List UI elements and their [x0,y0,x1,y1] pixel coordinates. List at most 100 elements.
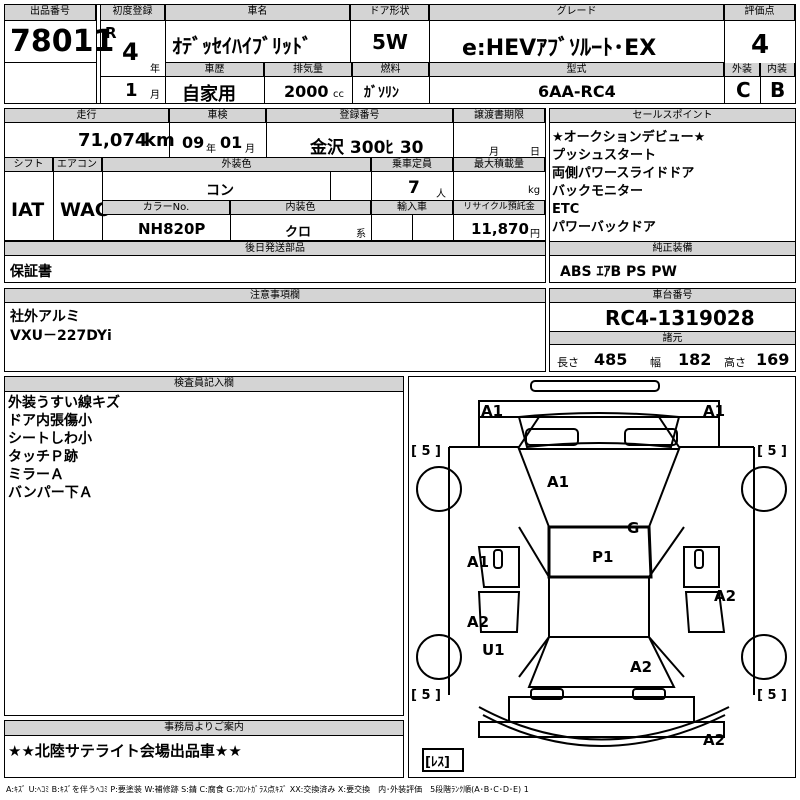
displacement: 2000 [284,82,329,101]
mark-7: A2 [467,613,489,631]
list-item: バックモニター [552,184,644,199]
capacity: 7 [408,178,420,198]
reg-no-label: 登録番号 [267,109,453,123]
color-no: NH820P [138,220,206,238]
mileage-label: 走行 [5,109,169,123]
damage-diagram: A1 A1 A1 G A1 P1 A2 A2 U1 A2 A2 [ 5 ] [ … [408,376,796,778]
lot-no: 78011 [10,24,115,59]
ext-color: コン [206,183,234,199]
insp-year: 09 [182,133,205,152]
damage-marks: A1 A1 A1 G A1 P1 A2 A2 U1 A2 A2 [467,402,736,749]
tire-marks: [ 5 ] [ 5 ] [ 5 ] [ 5 ] [ﾚｽ] [411,444,787,770]
shift-label: シフト [5,158,53,172]
insp-month: 01 [220,133,243,152]
car-name: ｵﾃﾞｯｾｲﾊｲﾌﾞﾘｯﾄﾞ [172,34,312,58]
mark-4: A1 [467,553,489,571]
details-block [4,108,546,241]
shift: IAT [11,199,45,221]
int-color-label: 内装色 [231,201,371,215]
mark-1: A1 [703,402,725,420]
inspector-label: 検査員記入欄 [5,377,403,392]
legend: A:ｷｽﾞ U:ﾍｺﾐ B:ｷｽﾞを伴うﾍｺﾐ P:要塗装 W:補修跡 S:錆 … [6,785,529,794]
later-parts-value: 保証書 [10,264,52,280]
mark-10: A2 [703,731,725,749]
chassis-label: 車台番号 [550,289,795,303]
grade: e:HEVｱﾌﾞｿﾙｰﾄ･EX [462,36,657,61]
mark-0: A1 [481,402,503,420]
width-label: 幅 [650,356,661,369]
import-label: 輸入車 [372,201,453,215]
mark-3: G [627,519,639,537]
grade-label: グレード [430,5,724,21]
max-load-label: 最大積載量 [454,158,545,172]
list-item: 社外アルミ [10,309,80,325]
history-label: 車歴 [166,63,264,77]
max-load-unit: kg [528,185,541,196]
office-value: ★★北陸サテライト会場出品車★★ [8,742,242,760]
chassis-no: RC4-1319028 [605,306,755,330]
model: 6AA-RC4 [538,82,616,101]
insp-year-unit: 年 [206,144,216,155]
exterior-label: 外装 [725,63,760,77]
name-label: 車名 [166,5,350,21]
tire-mark-0: [ 5 ] [411,444,441,459]
length-label: 長さ [557,356,579,369]
specs-label: 諸元 [550,331,795,345]
spare-mark: [ﾚｽ] [425,755,450,770]
list-item: ミラーＡ [8,467,64,483]
recycle-unit: 円 [530,229,540,240]
transfer-day-unit: 日 [530,147,540,158]
capacity-label: 乗車定員 [372,158,453,172]
tire-mark-1: [ 5 ] [757,444,787,459]
year-unit: 年 [150,64,160,75]
mark-6: A2 [714,587,736,605]
list-item: VXU－227DYi [10,328,112,344]
tire-mark-3: [ 5 ] [757,688,787,703]
lot-no-label: 出品番号 [5,5,96,21]
length: 485 [594,350,628,369]
fuel: ｶﾞｿﾘﾝ [364,85,399,101]
list-item: ★オークションデビュー★ [552,130,706,145]
inspector-block [4,376,404,716]
list-item: シートしわ小 [8,431,92,447]
inspection-label: 車検 [170,109,266,123]
height-label: 高さ [724,356,746,369]
ac: WAC [60,199,109,221]
first-reg-year: 4 [122,38,139,66]
door-label: ドア形状 [351,5,429,21]
first-reg-label: 初度登録 [101,5,165,21]
displacement-label: 排気量 [265,63,352,77]
insp-month-unit: 月 [245,144,255,155]
exterior-grade: C [736,78,751,102]
mark-8: U1 [482,641,505,659]
history: 自家用 [182,84,236,105]
car-diagram-svg: A1 A1 A1 G A1 P1 A2 A2 U1 A2 A2 [ 5 ] [ … [411,380,787,772]
capacity-unit: 人 [436,189,446,200]
model-label: 型式 [430,63,724,77]
door-type: 5W [372,30,408,54]
genuine-equipment-label: 純正装備 [550,241,795,256]
transfer-label: 譲渡書期限 [454,109,545,123]
mark-5: P1 [592,548,613,566]
list-item: パワーバックドア [552,220,656,235]
interior-label: 内装 [760,63,795,77]
list-item: ETC [552,202,580,217]
genuine-equipment-value: ABS ｴｱB PS PW [560,264,677,280]
recycle-label: リサイクル預託金 [454,201,545,215]
int-color: クロ [285,225,312,240]
office-label: 事務局よりご案内 [5,721,403,736]
fuel-label: 燃料 [353,63,429,77]
list-item: ドア内張傷小 [8,413,92,429]
notes-list: 社外アルミ VXU－227DYi [10,308,112,346]
sales-points-label: セールスポイント [550,109,795,123]
list-item: プッシュスタート [552,148,657,163]
width: 182 [678,350,712,369]
list-item: タッチＰ跡 [8,449,78,465]
later-parts-label: 後日発送部品 [5,242,545,256]
transfer-month-unit: 月 [489,147,499,158]
list-item: バンパー下Ａ [8,485,93,501]
mileage-unit: km [144,130,175,151]
notes-label: 注意事項欄 [5,289,545,303]
